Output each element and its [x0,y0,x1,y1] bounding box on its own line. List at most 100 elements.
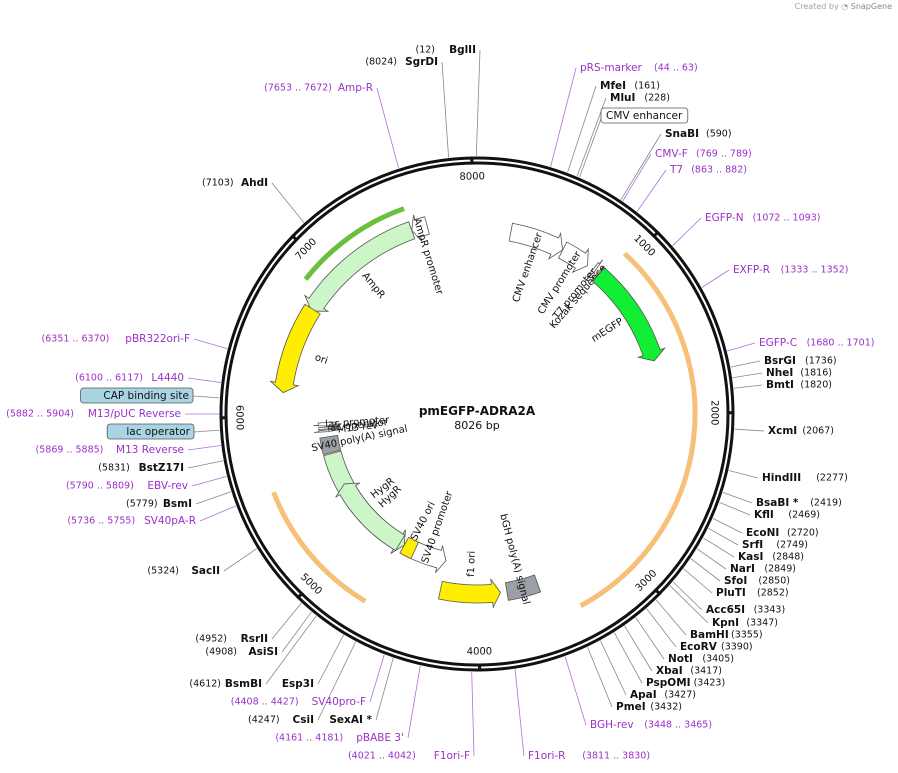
leader-line [195,491,232,505]
feature-lac-promoter[interactable] [313,421,342,427]
feature-ori[interactable] [269,303,321,394]
feature-lac-operator[interactable] [318,425,338,431]
feature-sv40-poly-a-signal[interactable] [319,434,342,456]
label-ecorv[interactable]: EcoRV [680,641,718,653]
label-pos-bsabi: (2419) [810,498,842,509]
leader-line [193,429,220,433]
label-ahdi[interactable]: AhdI [241,177,268,189]
feature-hygr[interactable] [335,482,406,552]
leader-line [271,602,302,640]
label-pmei[interactable]: PmeI [616,701,646,713]
label-acc65i[interactable]: Acc65I [706,604,745,616]
label-pos-bsmi: (5779) [126,499,158,510]
label-ebv-rev[interactable]: EBV-rev [147,480,188,492]
label-pos-bmti: (1820) [800,380,832,391]
credit-prefix: Created by [794,2,839,11]
label-hindiii[interactable]: HindIII [762,472,801,484]
tick-label: 6000 [233,405,244,431]
label-kfli[interactable]: KflI [754,509,774,521]
label-bamhi[interactable]: BamHI [690,629,729,641]
feature-m13-rev[interactable] [313,428,342,433]
leader-line [636,169,667,212]
label-noti[interactable]: NotI [668,653,693,665]
label-mfei[interactable]: MfeI [600,80,626,92]
label-asisi[interactable]: AsiSI [249,646,278,658]
tick-mark [290,234,299,242]
label-pbr322ori-f[interactable]: pBR322ori-F [125,333,190,345]
label-cmv-f[interactable]: CMV-F [655,148,688,160]
label-sacii[interactable]: SacII [191,565,220,577]
label-pbabe-3[interactable]: pBABE 3' [356,732,404,744]
label-srfi[interactable]: SrfI [742,539,763,551]
feature-label-megfp: mEGFP [590,316,626,345]
feature-ampr-promoter[interactable] [411,214,430,242]
leader-line [265,615,317,685]
label-xcmi[interactable]: XcmI [768,425,797,437]
label-rsrii[interactable]: RsrII [241,633,268,645]
label-bsabi[interactable]: BsaBI * [756,497,799,509]
label-xbai[interactable]: XbaI [656,665,683,677]
label-m13-puc-reverse[interactable]: M13/pUC Reverse [88,408,181,420]
label-prs-marker[interactable]: pRS-marker [580,62,643,74]
label-pos-srfi: (2749) [776,540,808,551]
label-cap-binding-site[interactable]: CAP binding site [103,390,189,402]
feature-label-ori: ori [313,352,329,367]
leader-line [441,61,449,158]
label-bglii[interactable]: BglII [449,44,476,56]
feature-t7-promoter[interactable] [584,259,604,282]
label-esp3i[interactable]: Esp3I [282,678,314,690]
label-apai[interactable]: ApaI [630,689,657,701]
feature-f1-ori[interactable] [438,578,501,609]
label-l4440[interactable]: L4440 [151,372,184,384]
leader-line [407,665,421,739]
label-sexai[interactable]: SexAI * [329,714,372,726]
feature-megfp[interactable] [592,267,666,362]
label-f1ori-r[interactable]: F1ori-R [528,750,565,762]
label-sfoi[interactable]: SfoI [724,575,747,587]
feature-ampr[interactable] [303,221,416,312]
label-exfp-r[interactable]: EXFP-R [733,264,770,276]
label-snabi[interactable]: SnaBI [665,128,699,140]
feature-kozak-sequence[interactable] [590,266,605,282]
label-csii[interactable]: CsiI [293,714,314,726]
label-kasi[interactable]: KasI [738,551,763,563]
label-pluti[interactable]: PluTI [716,587,746,599]
label-bgh-rev[interactable]: BGH-rev [590,719,634,731]
label-pspomi[interactable]: PspOMI [646,677,691,689]
label-bsmbi[interactable]: BsmBI [225,678,262,690]
label-sgrdi[interactable]: SgrDI [405,56,438,68]
label-nari[interactable]: NarI [730,563,755,575]
label-nhei[interactable]: NheI [766,367,793,379]
label-f1ori-f[interactable]: F1ori-F [434,750,470,762]
tick-label: 4000 [467,646,493,657]
label-bmti[interactable]: BmtI [766,379,794,391]
label-sv40pa-r[interactable]: SV40pA-R [144,515,196,527]
label-kpni[interactable]: KpnI [712,617,739,629]
label-bstz17i[interactable]: BstZ17I [139,462,184,474]
label-sv40pro-f[interactable]: SV40pro-F [312,696,366,708]
label-pos-egfp-c: (1680 .. 1701) [807,338,875,349]
label-t7[interactable]: T7 [669,164,683,176]
label-econi[interactable]: EcoNI [746,527,779,539]
feature-sv40-ori[interactable] [399,536,419,560]
site-labels: BglII(12)SgrDI(8024)pRS-marker(44 .. 63)… [6,44,874,762]
label-lac-operator[interactable]: lac operator [126,426,190,438]
leader-line [191,475,227,487]
leader-line [733,384,763,389]
label-bsrgi[interactable]: BsrGI [764,355,796,367]
label-cmv-enhancer[interactable]: CMV enhancer [606,110,683,122]
label-egfp-c[interactable]: EGFP-C [759,337,797,349]
label-pos-xbai: (3417) [690,666,722,677]
label-pos-bsmbi: (4612) [189,679,221,690]
leader-line [376,87,399,169]
feature-bgh-poly-a-signal[interactable] [504,574,542,601]
label-bsmi[interactable]: BsmI [163,498,192,510]
tick-mark [653,588,662,596]
feature-cmv-promoter[interactable] [557,241,589,274]
label-amp-r[interactable]: Amp-R [338,82,373,94]
label-egfp-n[interactable]: EGFP-N [705,212,744,224]
label-m13-reverse[interactable]: M13 Reverse [116,444,184,456]
leader-line [192,395,220,399]
label-mlui[interactable]: MluI [610,92,635,104]
tick-mark [651,230,660,239]
